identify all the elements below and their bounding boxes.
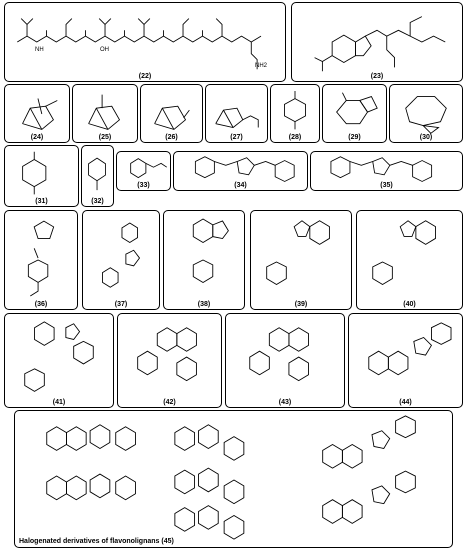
structure-34 bbox=[194, 156, 295, 182]
compound-34-panel: (34) bbox=[173, 151, 308, 191]
compound-id: (27) bbox=[230, 134, 243, 141]
compound-id: (38) bbox=[197, 301, 211, 308]
compound-id: (28) bbox=[288, 134, 302, 141]
compound-29-panel: (29) bbox=[322, 84, 387, 143]
compound-id: (44) bbox=[399, 399, 412, 406]
compound-id: (33) bbox=[137, 182, 150, 189]
structure-36 bbox=[27, 220, 55, 297]
compound-id: (36) bbox=[34, 301, 48, 308]
structure-35 bbox=[330, 156, 433, 182]
compound-35-panel: (35) bbox=[310, 151, 463, 191]
compound-39-panel: (39) bbox=[250, 210, 352, 310]
compound-33-panel: (33) bbox=[116, 151, 171, 191]
flavonolignan-structure bbox=[46, 473, 136, 501]
structure-23 bbox=[314, 16, 446, 72]
structure-42 bbox=[137, 327, 197, 382]
flavonolignan-structure bbox=[174, 467, 245, 505]
compound-id: (22) bbox=[138, 73, 152, 80]
compound-32-panel: (32) bbox=[81, 145, 114, 207]
structure-27 bbox=[215, 107, 259, 128]
compound-41-panel: (41) bbox=[4, 313, 114, 408]
atom-label: NH2 bbox=[255, 63, 268, 69]
flavonolignan-structure bbox=[322, 470, 416, 524]
structure-38 bbox=[192, 218, 229, 283]
flavonolignan-structure bbox=[322, 415, 416, 469]
compound-id: (43) bbox=[278, 399, 292, 406]
structure-22 bbox=[17, 18, 262, 70]
compound-42-panel: (42) bbox=[117, 313, 222, 408]
compound-31-panel: (31) bbox=[4, 145, 79, 207]
compound-id: (24) bbox=[30, 134, 44, 141]
compound-43-panel: (43) bbox=[225, 313, 345, 408]
compound-45-group-panel: Halogenated derivatives of flavonolignan… bbox=[14, 410, 453, 548]
structure-30 bbox=[405, 96, 447, 134]
structure-44 bbox=[368, 322, 452, 376]
compound-id: (35) bbox=[380, 182, 393, 189]
structure-32 bbox=[88, 157, 106, 191]
compound-24-panel: (24) bbox=[4, 84, 70, 143]
atom-label: OH bbox=[100, 47, 109, 53]
compound-id: (26) bbox=[165, 134, 178, 141]
compound-id: (37) bbox=[114, 301, 128, 308]
structure-26 bbox=[154, 105, 190, 130]
compound-id: (42) bbox=[163, 399, 176, 406]
compound-44-panel: (44) bbox=[348, 313, 463, 408]
structure-28 bbox=[284, 90, 306, 130]
compound-28-panel: (28) bbox=[270, 84, 320, 143]
compound-id: (29) bbox=[348, 134, 361, 141]
compound-40-panel: (40) bbox=[356, 210, 463, 310]
structure-41 bbox=[24, 321, 94, 392]
compound-id: (41) bbox=[52, 399, 66, 406]
compound-37-panel: (37) bbox=[82, 210, 160, 310]
compound-id: (31) bbox=[35, 198, 48, 205]
compound-id: (23) bbox=[370, 73, 384, 80]
structure-39 bbox=[266, 220, 330, 286]
compound-27-panel: (27) bbox=[205, 84, 268, 143]
group-caption: Halogenated derivatives of flavonolignan… bbox=[19, 538, 174, 545]
atom-label: NH bbox=[35, 47, 44, 53]
compound-id: (25) bbox=[98, 134, 112, 141]
structure-29 bbox=[336, 92, 378, 125]
flavonolignan-structure bbox=[46, 424, 136, 451]
compound-id: (32) bbox=[91, 198, 104, 205]
compound-26-panel: (26) bbox=[140, 84, 203, 143]
compound-23-panel: (23) bbox=[291, 2, 463, 82]
compound-id: (34) bbox=[234, 182, 247, 189]
compound-id: (30) bbox=[419, 134, 433, 141]
compound-id: (40) bbox=[403, 301, 416, 308]
compound-id: (39) bbox=[294, 301, 308, 308]
compound-22-panel: NH OH NH2 (22) bbox=[4, 2, 286, 82]
compound-38-panel: (38) bbox=[163, 210, 245, 310]
structure-31 bbox=[22, 151, 47, 195]
compound-25-panel: (25) bbox=[72, 84, 138, 143]
flavonolignan-structure bbox=[174, 505, 245, 540]
structure-43 bbox=[249, 327, 309, 382]
structure-25 bbox=[88, 94, 121, 130]
compound-36-panel: (36) bbox=[4, 210, 78, 310]
structure-24 bbox=[22, 98, 58, 130]
compound-30-panel: (30) bbox=[389, 84, 463, 143]
structure-37 bbox=[102, 222, 141, 288]
structure-33 bbox=[130, 158, 168, 179]
structure-40 bbox=[372, 220, 436, 286]
structure-45-group bbox=[46, 415, 416, 540]
flavonolignan-structure bbox=[174, 424, 245, 461]
